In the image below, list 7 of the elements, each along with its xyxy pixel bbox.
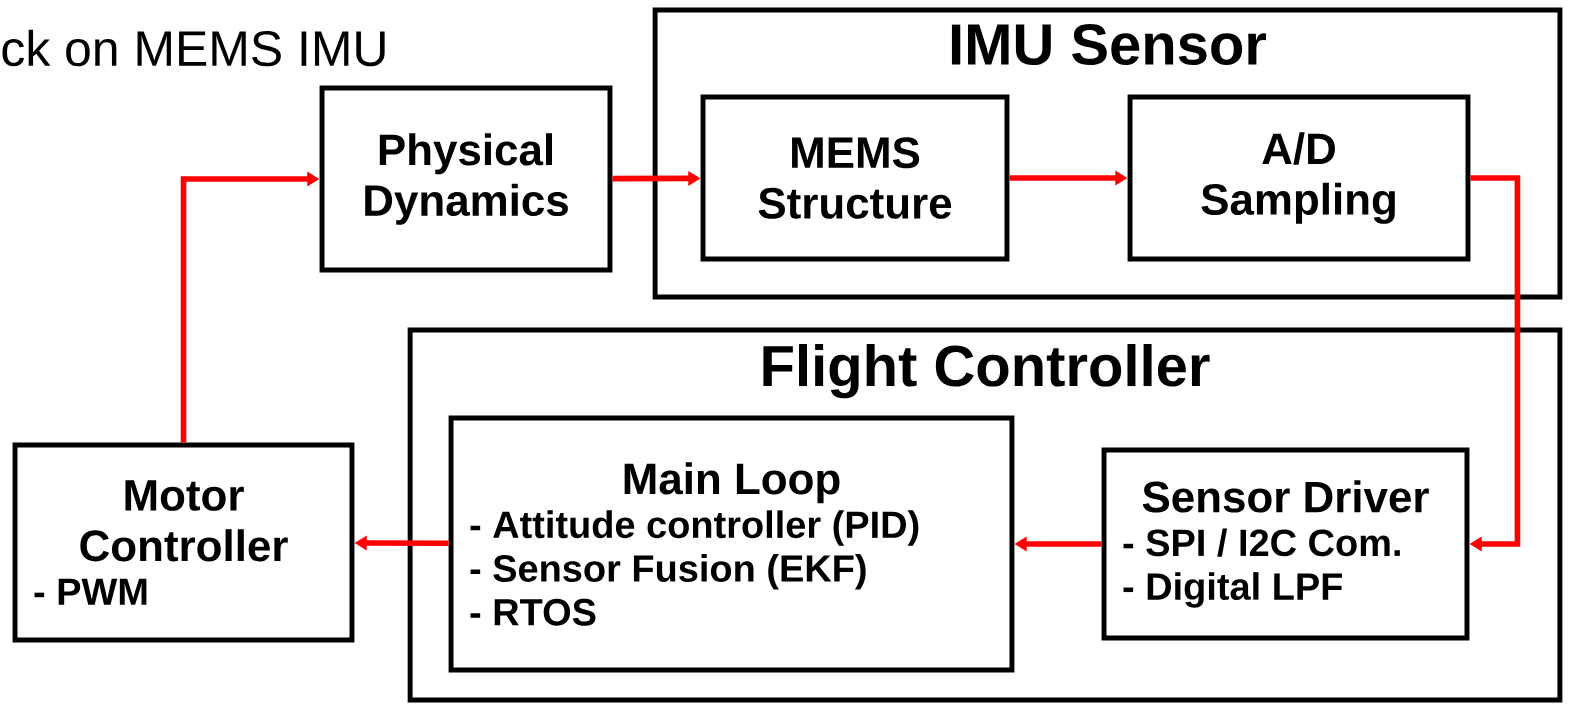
process-box: MEMS Structure (700, 94, 1010, 262)
heading-text: ck on MEMS IMU (2, 29, 385, 67)
process-box: Sensor Driver - SPI / I2C Com. - Digital LPF (1101, 447, 1470, 641)
process-box: Physical Dynamics (319, 85, 613, 273)
process-box: Motor Controller - PWM (12, 442, 355, 643)
process-box: A/D Sampling (1127, 94, 1471, 262)
process-box: Main Loop - Attitude controller (PID) - Sensor Fusion (EKF) - RTOS (448, 415, 1015, 673)
